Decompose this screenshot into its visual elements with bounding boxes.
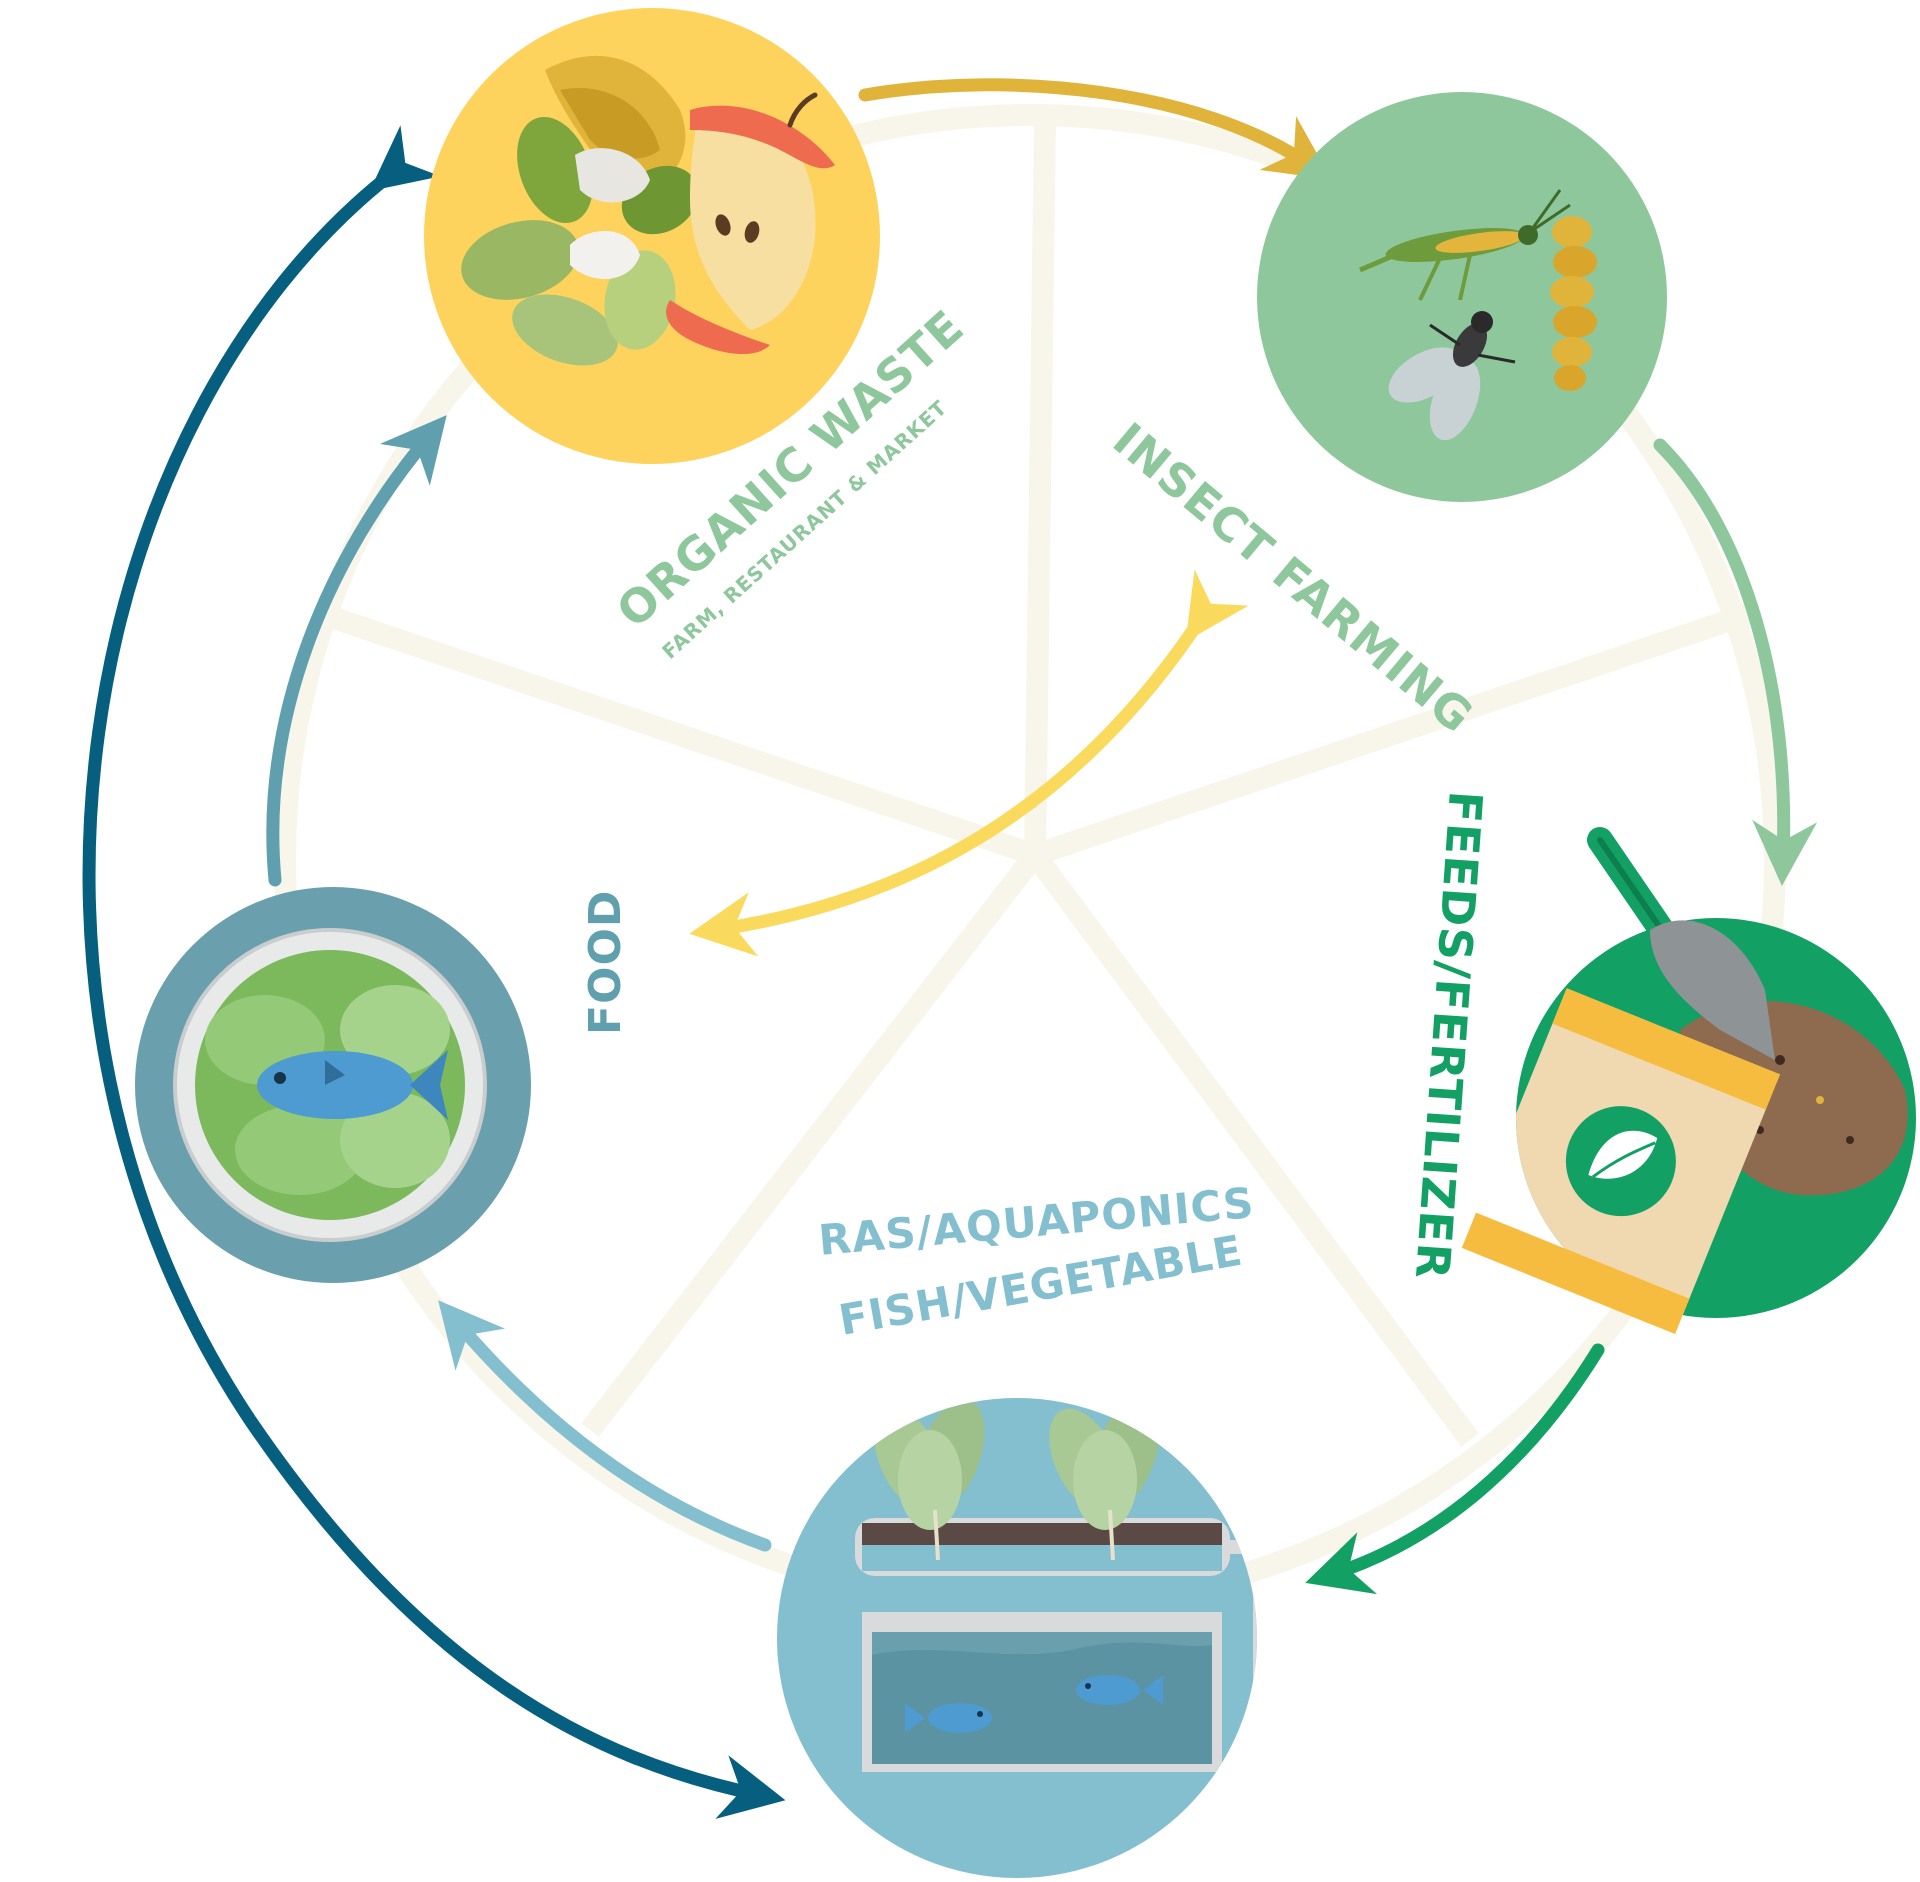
arrow-waste-to-insect xyxy=(858,78,1332,180)
arrow-outer-bidirectional xyxy=(82,125,786,1819)
arrow-insect-to-feeds xyxy=(1653,438,1818,886)
trowel-icon xyxy=(1587,827,1775,1060)
larva-icon xyxy=(1550,216,1597,391)
spoke-top xyxy=(1024,119,1056,856)
node-insect-farming xyxy=(1257,92,1667,502)
grasshopper-icon xyxy=(1359,189,1571,301)
spoke-lower-left xyxy=(581,848,1044,1437)
aquaponics-tank-icon xyxy=(855,1399,1257,1775)
arrow-ras-to-food xyxy=(438,1300,772,1552)
cycle-arrows xyxy=(82,78,1818,1819)
insects-icon xyxy=(1359,189,1597,441)
lettuce-plant-icon xyxy=(874,1399,985,1561)
arrow-feeds-to-ras xyxy=(1305,1343,1605,1595)
node-ras-aquaponics xyxy=(777,1398,1257,1878)
fly-icon xyxy=(1388,311,1516,441)
label-feeds-fertilizer: FEEDS/FERTILIZER xyxy=(1405,789,1493,1281)
food-scraps-icon xyxy=(461,55,835,366)
node-food xyxy=(135,887,531,1283)
fish-icon xyxy=(1076,1675,1163,1705)
spoke-lower-right xyxy=(1026,848,1479,1447)
arrow-center-bidirectional xyxy=(689,569,1249,957)
fish-icon xyxy=(905,1703,992,1733)
fish-plate-icon xyxy=(195,950,465,1220)
node-organic-waste xyxy=(424,8,880,464)
fertilizer-bag-icon xyxy=(1461,827,1908,1335)
node-feeds-fertilizer xyxy=(1461,827,1916,1335)
label-food: FOOD xyxy=(580,890,631,1035)
